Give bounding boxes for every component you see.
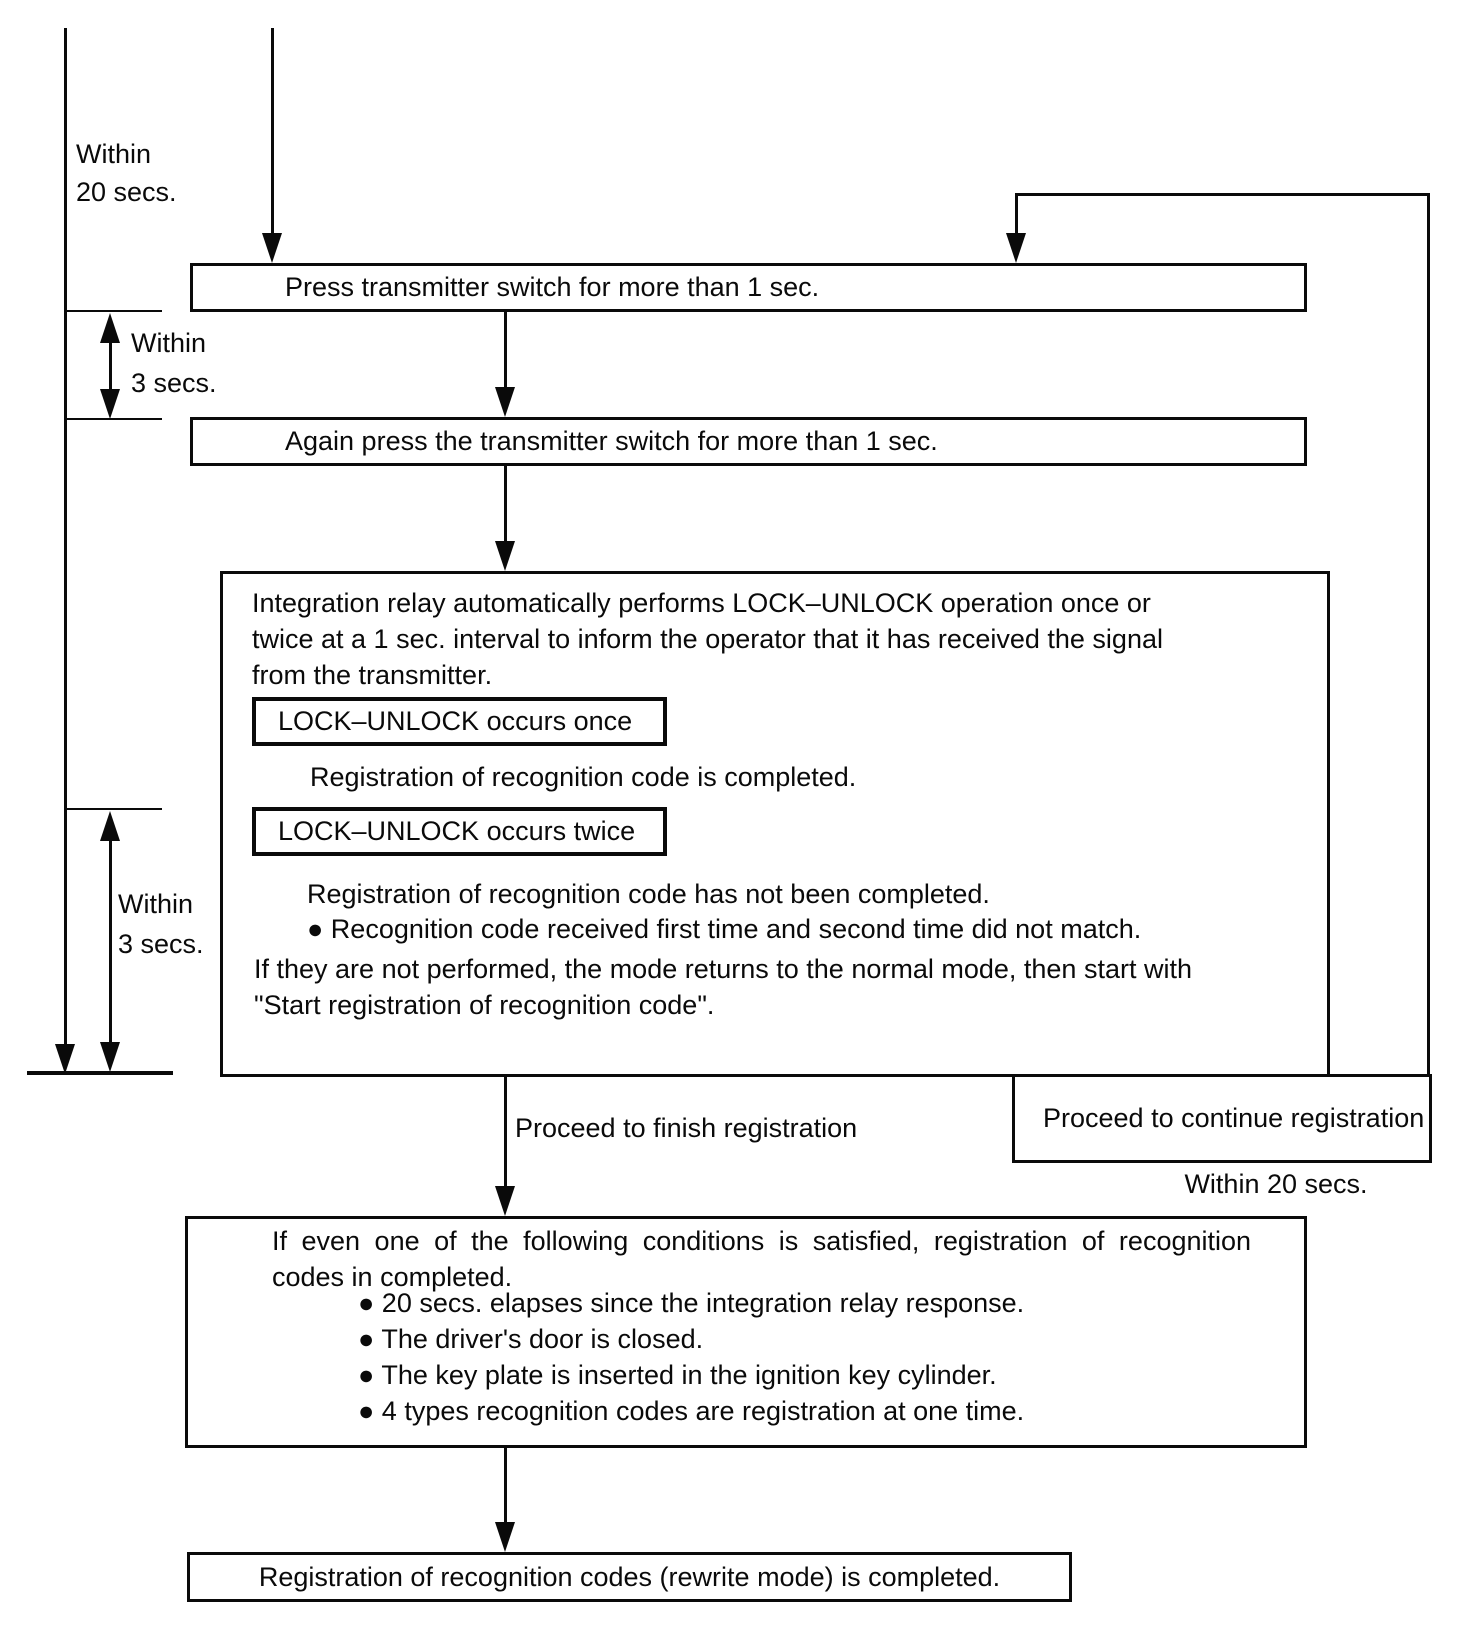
lock-unlock-twice-box: LOCK–UNLOCK occurs twice [252,807,667,856]
within-20secs-top-label-line1: Within [76,139,152,169]
feedback-arrowhead-icon [1006,233,1026,263]
proceed-finish-label: Proceed to finish registration [515,1113,858,1143]
conditions-box [185,1216,1307,1448]
condition-bullet-4: ● 4 types recognition codes are registra… [358,1396,1025,1426]
within-20secs-right-label: Within 20 secs. [1184,1169,1368,1199]
within-3secs-top-label-line1: Within [131,328,207,358]
again-press-box: Again press the transmitter switch for m… [190,417,1307,466]
arrow-box1-box2-head-icon [495,387,515,417]
double-arrow-up-icon [100,811,120,841]
proceed-continue-text: Proceed to continue registration [1043,1103,1425,1133]
entry-arrow-shaft [271,28,274,236]
within-3secs-left-label-line1: Within [118,889,194,919]
relay-intro-line1: Integration relay automatically performs… [252,588,1151,618]
timeline-arrowhead-icon [55,1044,75,1074]
completed-box: Registration of recognition codes (rewri… [187,1552,1072,1602]
within-3secs-top-label-line2: 3 secs. [131,368,217,398]
condition-bullet-2: ● The driver's door is closed. [358,1324,704,1354]
again-press-text: Again press the transmitter switch for m… [285,426,938,456]
condition-bullet-1: ● 20 secs. elapses since the integration… [358,1288,1025,1318]
once-result-text: Registration of recognition code is comp… [310,762,857,792]
not-performed-line2: "Start registration of recognition code"… [254,990,715,1020]
arrow-box4-box5-head-icon [495,1522,515,1552]
completed-text: Registration of recognition codes (rewri… [258,1561,1001,1592]
arrow-box1-box2-shaft [504,312,507,390]
double-arrow-shaft [109,836,112,1042]
relay-intro-line3: from the transmitter. [252,660,493,690]
condition-bullet-3: ● The key plate is inserted in the ignit… [358,1360,997,1390]
double-arrow-shaft [109,338,112,394]
twice-bullet-text: ● Recognition code received first time a… [307,914,1142,944]
tick-3sec-left [64,808,162,810]
press-transmitter-box: Press transmitter switch for more than 1… [190,263,1307,312]
double-arrow-down-icon [100,389,120,419]
double-arrow-down-icon [100,1042,120,1072]
feedback-top-line [1015,193,1430,196]
entry-arrowhead-icon [262,233,282,263]
lock-unlock-once-box: LOCK–UNLOCK occurs once [252,697,667,746]
within-3secs-left-label-line2: 3 secs. [118,929,204,959]
feedback-right-line [1427,193,1430,1077]
arrow-box3-box4-shaft [504,1077,507,1189]
tick-box2-top [64,418,162,420]
relay-intro-line2: twice at a 1 sec. interval to inform the… [252,624,1163,654]
timeline-baseline [27,1071,173,1075]
conditions-line2: codes in completed. [272,1262,513,1292]
press-transmitter-text: Press transmitter switch for more than 1… [285,272,820,302]
conditions-line1: If even one of the following conditions … [272,1226,1252,1256]
arrow-box2-box3-shaft [504,465,507,544]
arrow-box4-box5-shaft [504,1448,507,1525]
double-arrow-up-icon [100,313,120,343]
feedback-entry-shaft [1015,196,1018,236]
within-20secs-top-label-line2: 20 secs. [76,177,177,207]
timeline-20sec-line [64,28,67,1046]
not-performed-line1: If they are not performed, the mode retu… [254,954,1192,984]
lock-unlock-once-text: LOCK–UNLOCK occurs once [278,706,633,736]
lock-unlock-twice-text: LOCK–UNLOCK occurs twice [278,816,636,846]
tick-box1-bottom [64,310,162,312]
arrow-box3-box4-head-icon [495,1186,515,1216]
arrow-box2-box3-head-icon [495,541,515,571]
proceed-continue-box: Proceed to continue registration [1012,1074,1432,1163]
twice-result-text: Registration of recognition code has not… [307,879,990,909]
